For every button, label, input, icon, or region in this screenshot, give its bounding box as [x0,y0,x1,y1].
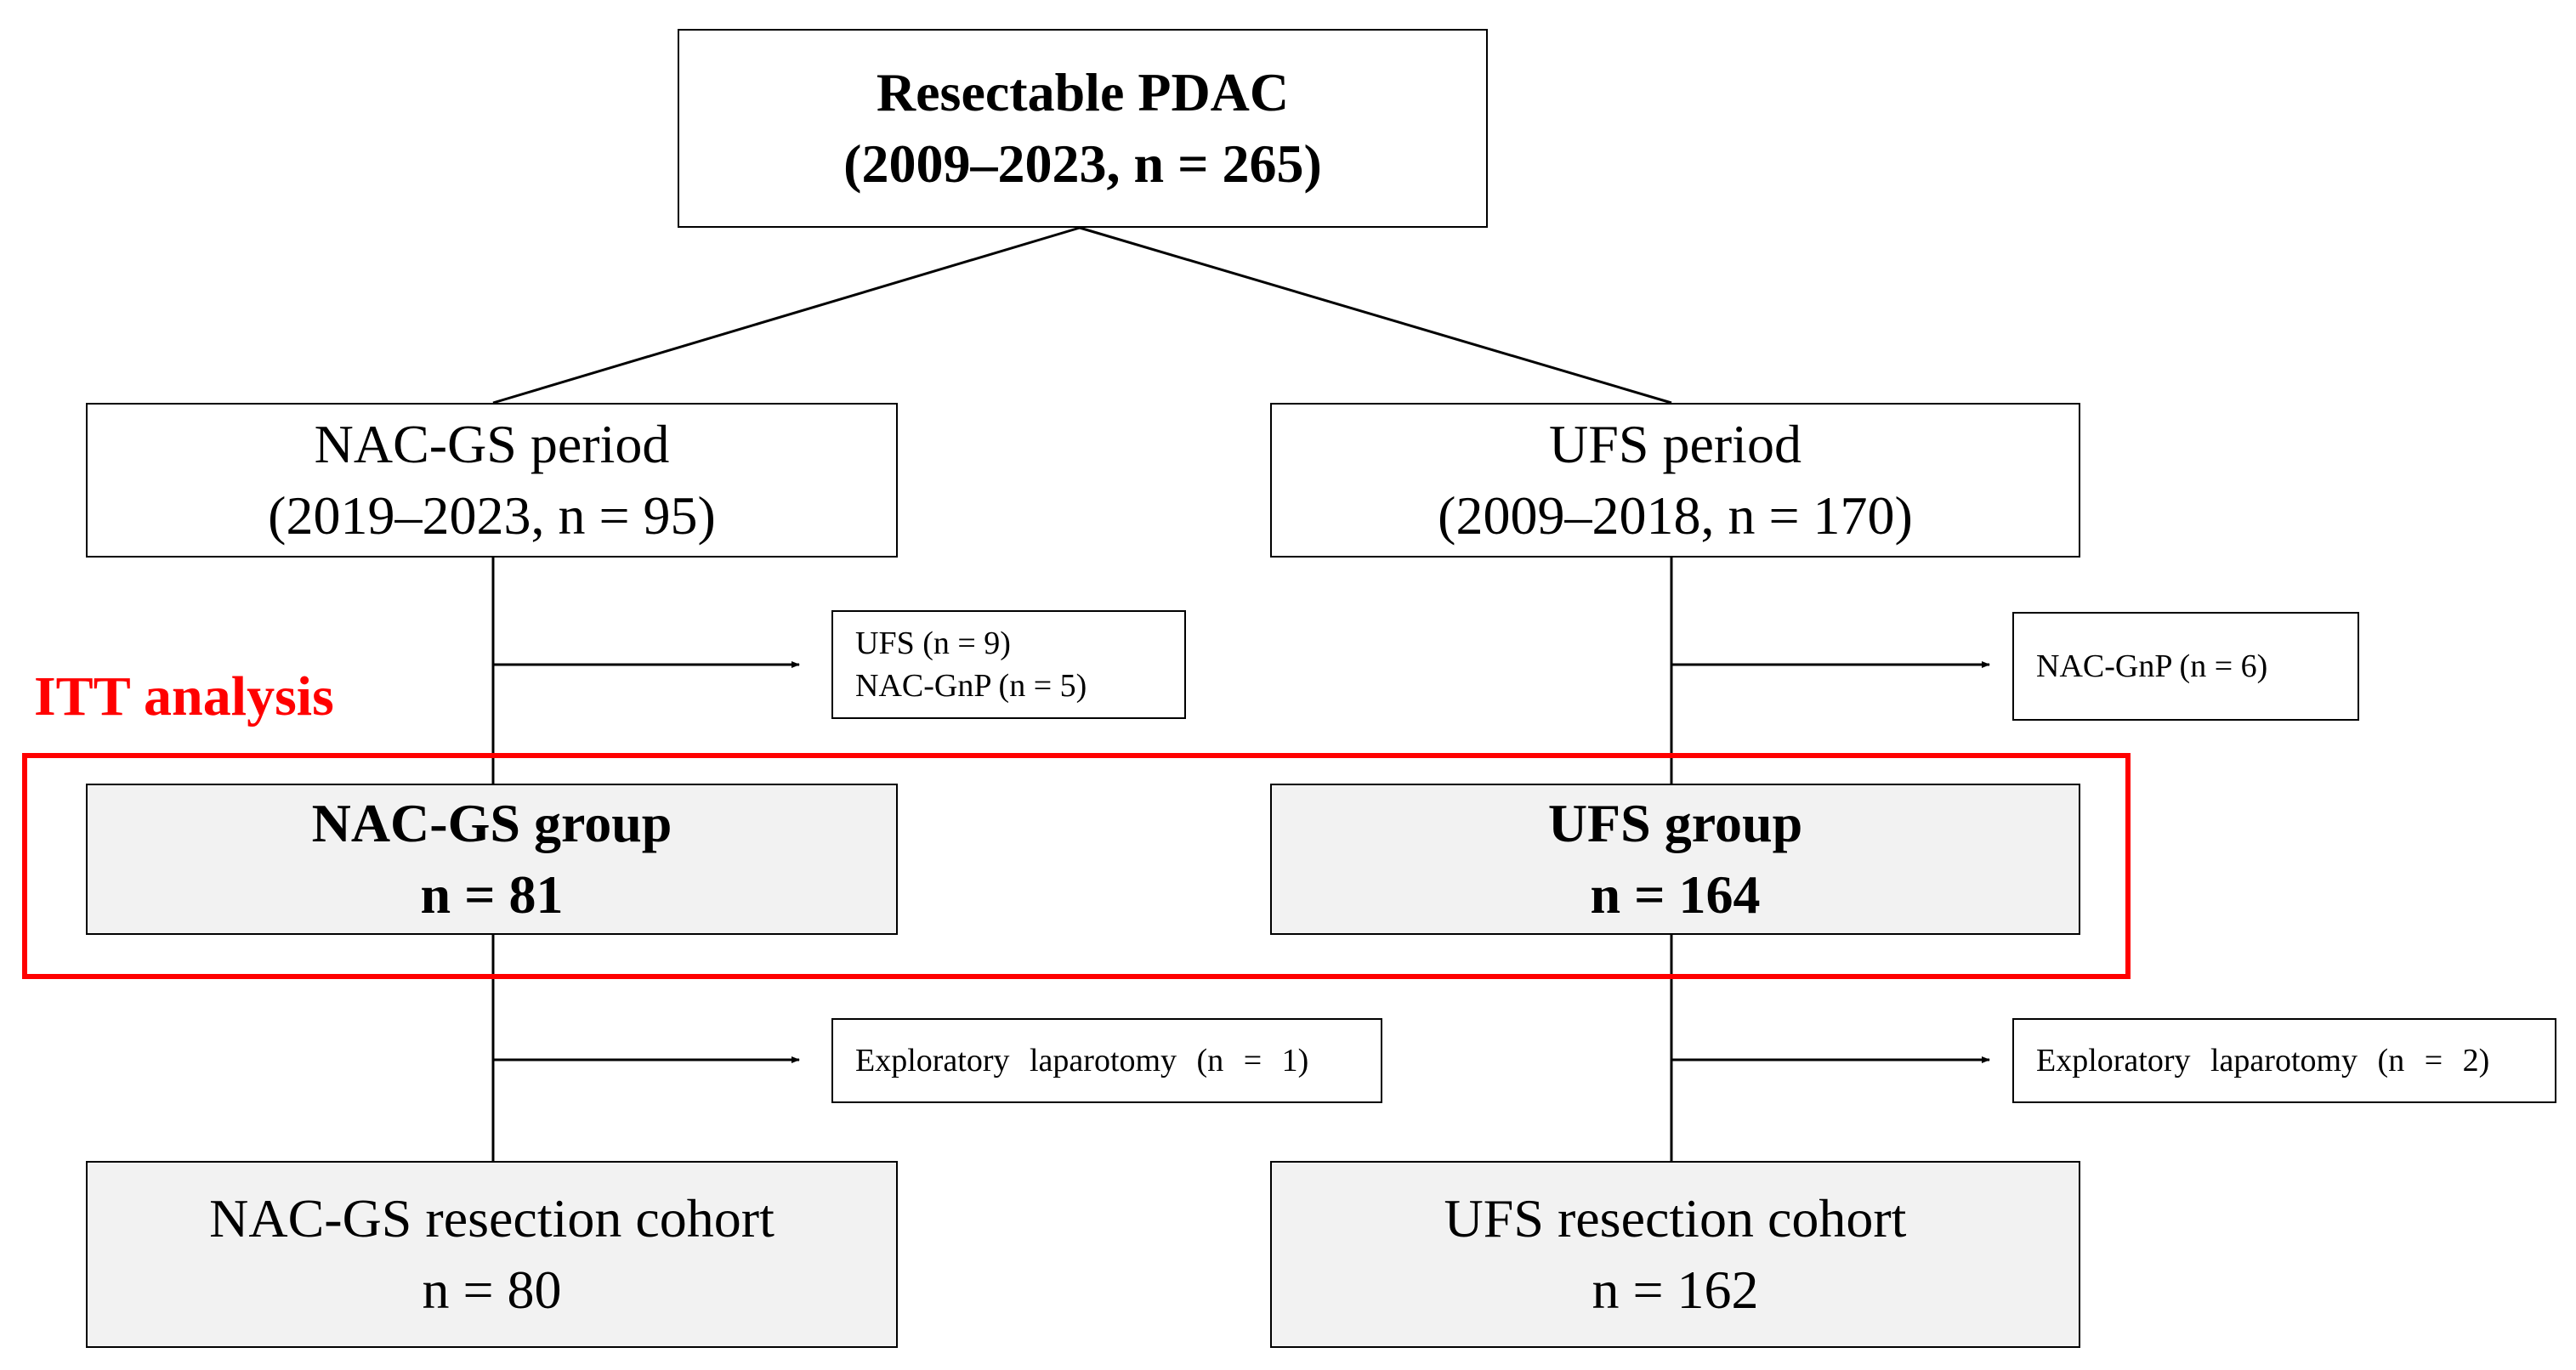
ufs-group-count: n = 164 [1590,864,1761,925]
nac-gs-resection-cohort-box: NAC-GS resection cohort n = 80 [86,1161,898,1348]
nac-gs-period-count: (2019–2023, n = 95) [268,485,716,546]
nac-gs-period-title: NAC-GS period [314,414,670,474]
split-line-right [1079,226,1672,405]
resectable-pdac-box: Resectable PDAC (2009–2023, n = 265) [678,29,1488,228]
ufs-resection-cohort-box: UFS resection cohort n = 162 [1270,1161,2080,1348]
nac-gs-group-count: n = 81 [420,864,564,925]
nac-gs-exclusion-box: UFS (n = 9) NAC-GnP (n = 5) [831,610,1186,719]
itt-analysis-label: ITT analysis [34,665,334,727]
ufs-exploratory-text: Exploratory laparotomy (n = 2) [2036,1043,2490,1078]
nac-gs-resection-cohort-title: NAC-GS resection cohort [209,1188,775,1248]
exclusion-ufs-count: UFS (n = 9) [855,626,1011,661]
exclusion-nac-gnp-count: NAC-GnP (n = 5) [855,668,1087,704]
ufs-group-title: UFS group [1547,793,1803,853]
nac-gs-group-box: NAC-GS group n = 81 [86,784,898,935]
ufs-resection-cohort-count: n = 162 [1592,1260,1759,1320]
ufs-period-box: UFS period (2009–2018, n = 170) [1270,403,2080,558]
ufs-period-title: UFS period [1549,414,1801,474]
nac-gs-exploratory-box: Exploratory laparotomy (n = 1) [831,1018,1382,1103]
resectable-pdac-count: (2009–2023, n = 265) [843,133,1322,194]
ufs-period-count: (2009–2018, n = 170) [1438,485,1913,546]
ufs-resection-cohort-title: UFS resection cohort [1444,1188,1907,1248]
nac-gs-period-box: NAC-GS period (2019–2023, n = 95) [86,403,898,558]
nac-gs-exploratory-text: Exploratory laparotomy (n = 1) [855,1043,1309,1078]
ufs-group-box: UFS group n = 164 [1270,784,2080,935]
itt-analysis-frame [22,753,2131,979]
nac-gs-resection-cohort-count: n = 80 [422,1260,562,1320]
exclusion-nac-gnp-count-right: NAC-GnP (n = 6) [2036,648,2268,684]
split-line-left [492,226,1081,405]
ufs-exploratory-box: Exploratory laparotomy (n = 2) [2012,1018,2556,1103]
resectable-pdac-title: Resectable PDAC [876,62,1290,122]
nac-gs-group-title: NAC-GS group [311,793,672,853]
ufs-exclusion-box: NAC-GnP (n = 6) [2012,612,2359,721]
